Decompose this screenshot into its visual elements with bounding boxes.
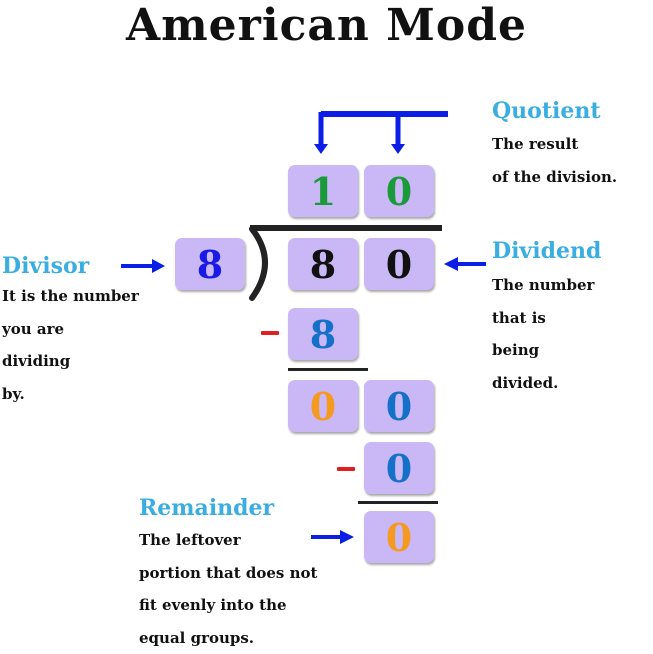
quotient-ones-tile: 0 (364, 165, 434, 217)
dividend-line: that is (492, 302, 594, 335)
dividend-ones-tile: 0 (364, 238, 434, 290)
dividend-line: The number (492, 269, 594, 302)
difference-tens-tile: 0 (288, 380, 358, 432)
remainder-line: The leftover (139, 524, 317, 557)
dividend-line: being (492, 334, 594, 367)
remainder-line: portion that does not (139, 557, 317, 590)
quotient-line: of the division. (492, 161, 617, 194)
dividend-arrow (444, 257, 486, 271)
remainder-description: The leftover portion that does not fit e… (139, 524, 317, 654)
minus-sign (337, 467, 355, 471)
divisor-arrow (121, 259, 165, 273)
quotient-heading: Quotient (492, 98, 601, 124)
dividend-line: divided. (492, 367, 594, 400)
divisor-line: you are (2, 313, 139, 346)
quotient-tens-tile: 1 (288, 165, 358, 217)
dividend-tens-tile: 8 (288, 238, 358, 290)
divisor-line: It is the number (2, 280, 139, 313)
divisor-heading: Divisor (2, 253, 89, 279)
subtraction-line (358, 501, 438, 504)
dividend-description: The number that is being divided. (492, 269, 594, 399)
divisor-tile: 8 (175, 238, 245, 290)
subtract-tile: 0 (364, 442, 434, 494)
quotient-line: The result (492, 128, 617, 161)
subtract-tile: 8 (288, 308, 358, 360)
difference-ones-tile: 0 (364, 380, 434, 432)
quotient-arrow (314, 112, 448, 154)
divisor-line: dividing (2, 345, 139, 378)
quotient-description: The result of the division. (492, 128, 617, 193)
remainder-heading: Remainder (139, 495, 274, 521)
remainder-arrow (311, 530, 354, 544)
divisor-line: by. (2, 378, 139, 411)
remainder-line: equal groups. (139, 622, 317, 654)
remainder-tile: 0 (364, 511, 434, 563)
subtraction-line (288, 368, 368, 371)
dividend-heading: Dividend (492, 238, 601, 264)
divisor-description: It is the number you are dividing by. (2, 280, 139, 410)
minus-sign (261, 331, 279, 335)
remainder-line: fit evenly into the (139, 589, 317, 622)
